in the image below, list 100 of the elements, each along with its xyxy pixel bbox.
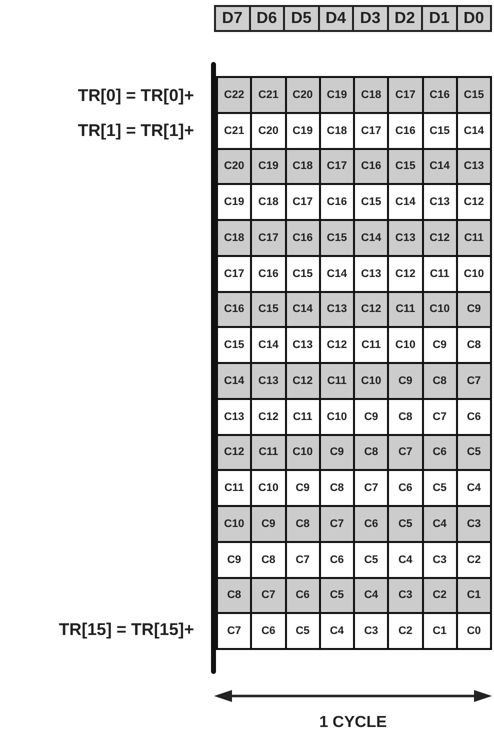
table-cell: C4 (355, 578, 388, 612)
table-cell: C16 (320, 185, 353, 219)
table-cell: C2 (458, 542, 490, 576)
table-cell: C7 (320, 507, 353, 541)
table-cell: C9 (355, 400, 388, 434)
table-cell: C12 (286, 364, 319, 398)
table-cell: C16 (424, 78, 456, 112)
table-cell: C5 (320, 578, 353, 612)
table-cell: C15 (252, 292, 284, 326)
table-cell: C8 (320, 471, 353, 505)
table-cell: C12 (355, 292, 388, 326)
table-cell: C13 (458, 150, 490, 184)
table-cell: C19 (286, 114, 319, 148)
table-cell: C17 (389, 78, 422, 112)
table-cell: C5 (424, 471, 456, 505)
table-cell: C2 (389, 614, 422, 648)
table-cell: C16 (355, 150, 388, 184)
table-cell: C6 (252, 614, 284, 648)
table-cell: C8 (458, 328, 490, 362)
table-cell: C18 (355, 78, 388, 112)
table-cell: C3 (458, 507, 490, 541)
table-cell: C12 (252, 400, 284, 434)
table-cell: C7 (355, 471, 388, 505)
table-cell: C8 (252, 542, 284, 576)
table-cell: C12 (458, 185, 490, 219)
table-cell: C20 (252, 114, 284, 148)
table-cell: C13 (252, 364, 284, 398)
table-cell: C7 (286, 542, 319, 576)
table-cell: C5 (458, 436, 490, 470)
table-cell: C17 (355, 114, 388, 148)
table-cell: C10 (286, 436, 319, 470)
table-cell: C11 (252, 436, 284, 470)
table-cell: C21 (252, 78, 284, 112)
table-cell: C8 (218, 578, 250, 612)
table-cell: C1 (424, 614, 456, 648)
table-cell: C14 (355, 221, 388, 255)
table-cell: C10 (389, 328, 422, 362)
column-header: D1 (423, 7, 456, 30)
table-cell: C10 (424, 292, 456, 326)
table-cell: C9 (252, 507, 284, 541)
table-cell: C5 (355, 542, 388, 576)
table-cell: C13 (320, 292, 353, 326)
table-cell: C12 (218, 436, 250, 470)
table-cell: C11 (218, 471, 250, 505)
table-cell: C18 (252, 185, 284, 219)
table-cell: C18 (218, 221, 250, 255)
table-cell: C5 (286, 614, 319, 648)
table-cell: C20 (286, 78, 319, 112)
table-cell: C9 (458, 292, 490, 326)
table-cell: C17 (320, 150, 353, 184)
table-cell: C19 (252, 150, 284, 184)
table-cell: C2 (424, 578, 456, 612)
table-cell: C15 (320, 221, 353, 255)
table-cell: C12 (320, 328, 353, 362)
dimension-label: 1 CYCLE (318, 714, 388, 732)
table-cell: C7 (424, 400, 456, 434)
row-label: TR[1] = TR[1]+ (78, 121, 194, 142)
table-cell: C1 (458, 578, 490, 612)
table-cell: C8 (355, 436, 388, 470)
table-cell: C11 (286, 400, 319, 434)
table-cell: C6 (389, 471, 422, 505)
table-cell: C16 (389, 114, 422, 148)
table-cell: C7 (218, 614, 250, 648)
table-cell: C15 (389, 150, 422, 184)
table-cell: C13 (355, 256, 388, 290)
row-label: TR[0] = TR[0]+ (78, 86, 194, 106)
table-cell: C11 (424, 256, 456, 290)
table-cell: C12 (424, 221, 456, 255)
column-header: D3 (354, 7, 386, 30)
column-header: D7 (216, 7, 248, 30)
table-cell: C19 (320, 78, 353, 112)
table-cell: C18 (320, 114, 353, 148)
table-cell: C7 (252, 578, 284, 612)
table-cell: C9 (389, 364, 422, 398)
table-cell: C6 (286, 578, 319, 612)
table-cell: C4 (389, 542, 422, 576)
table-cell: C9 (218, 542, 250, 576)
table-cell: C14 (252, 328, 284, 362)
table-cell: C9 (320, 436, 353, 470)
column-header: D6 (250, 7, 283, 30)
column-header: D2 (388, 7, 421, 30)
table-cell: C19 (218, 185, 250, 219)
table-cell: C10 (218, 507, 250, 541)
table-cell: C17 (218, 256, 250, 290)
table-cell: C15 (218, 328, 250, 362)
table-cell: C14 (320, 256, 353, 290)
table-cell: C11 (355, 328, 388, 362)
table-cell: C4 (458, 471, 490, 505)
column-header: D5 (285, 7, 318, 30)
table-cell: C7 (458, 364, 490, 398)
table-cell: C8 (424, 364, 456, 398)
table-cell: C15 (286, 256, 319, 290)
table-cell: C14 (424, 150, 456, 184)
table-cell: C20 (218, 150, 250, 184)
table-cell: C16 (218, 292, 250, 326)
table-cell: C6 (424, 436, 456, 470)
table-cell: C21 (218, 114, 250, 148)
table-cell: C6 (320, 542, 353, 576)
table-cell: C17 (252, 221, 284, 255)
table-cell: C13 (286, 328, 319, 362)
